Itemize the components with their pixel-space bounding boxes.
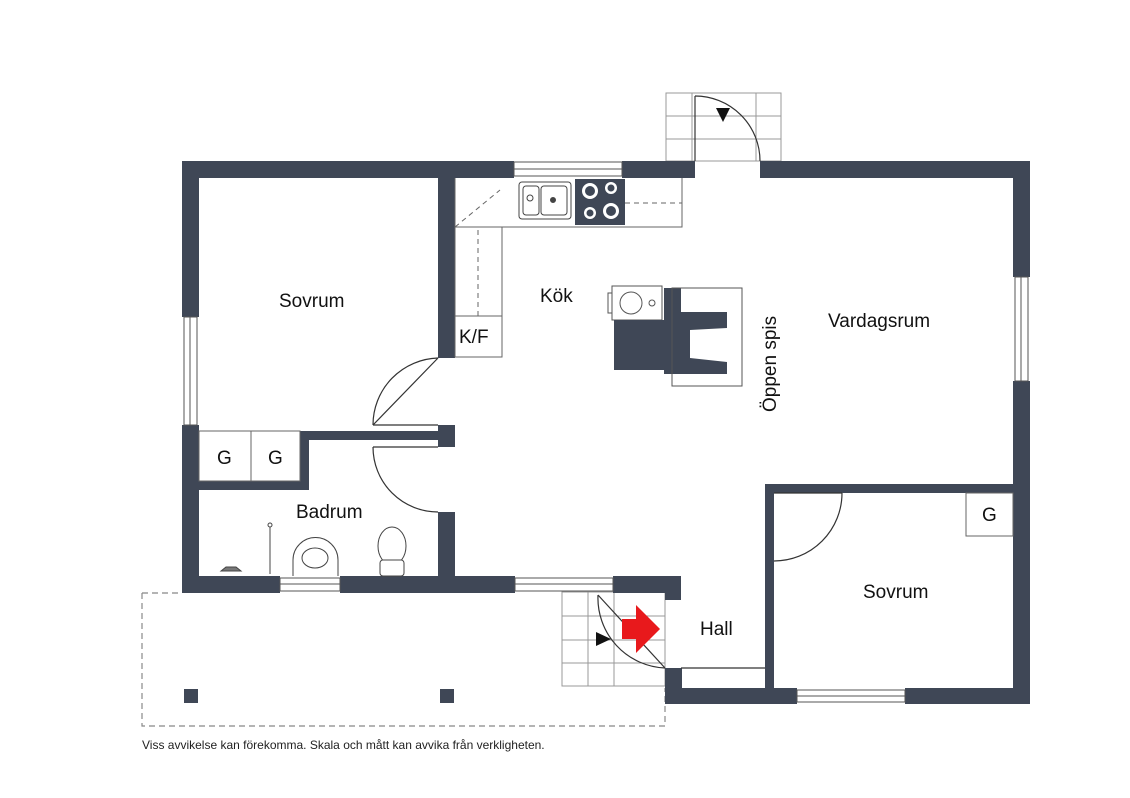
terrace-post: [184, 689, 198, 703]
room-label-sovrum-left: Sovrum: [279, 291, 344, 312]
wardrobe-label: G: [982, 505, 997, 526]
stove: [575, 179, 625, 225]
kitchen-counter: [454, 178, 683, 357]
bottom-stairs: [561, 591, 666, 687]
entrance-arrow-icon: [622, 605, 660, 653]
fridge-freezer-box: [454, 315, 503, 358]
walls: [182, 161, 1030, 704]
room-label-badrum: Badrum: [296, 502, 363, 523]
fireplace: [607, 285, 743, 387]
wardrobe-label: G: [268, 448, 283, 469]
room-label-sovrum-right: Sovrum: [863, 582, 928, 603]
wardrobe-box: [965, 492, 1014, 537]
windows: [183, 161, 1029, 703]
room-label-kok: Kök: [540, 286, 573, 307]
wardrobe-label: G: [217, 448, 232, 469]
room-label-vardagsrum: Vardagsrum: [828, 311, 930, 332]
door-arrow-bottom-icon: [596, 632, 611, 646]
disclaimer-text: Viss avvikelse kan förekomma. Skala och …: [142, 738, 545, 752]
kitchen-sink: [518, 181, 572, 220]
terrace-post: [440, 689, 454, 703]
bathroom-fixtures: [219, 522, 407, 577]
room-label-oppen-spis: Öppen spis: [760, 316, 781, 412]
kf-label: K/F: [459, 327, 489, 348]
wardrobe-box: [250, 430, 301, 482]
top-stairs: [665, 92, 782, 162]
wardrobe-box: [198, 430, 252, 482]
terrace: [141, 592, 666, 727]
room-label-hall: Hall: [700, 619, 733, 640]
door-arrow-top-icon: [716, 108, 730, 122]
